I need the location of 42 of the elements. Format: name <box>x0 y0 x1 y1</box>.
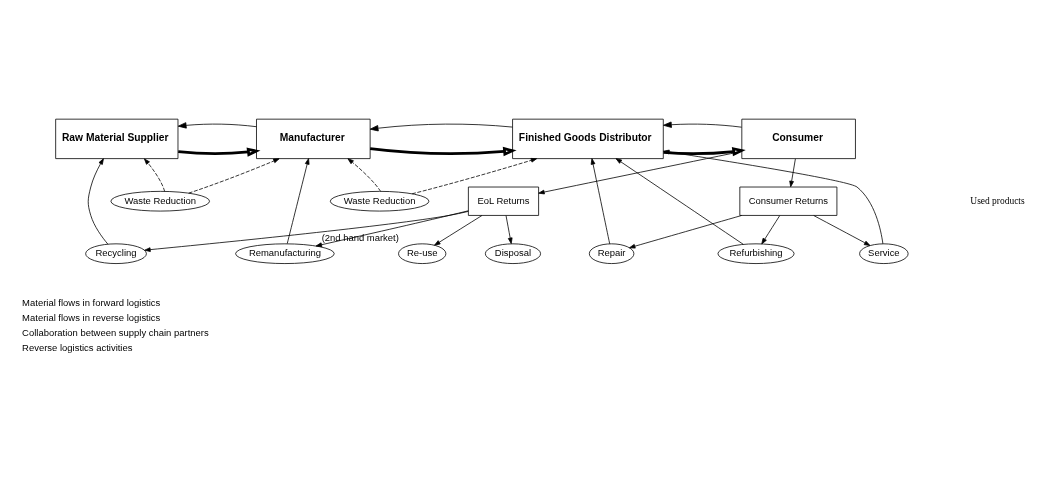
node-box: Manufacturer <box>256 118 371 159</box>
legend-label: Material flows in forward logistics <box>22 296 161 308</box>
node-ellipse: Recycling <box>85 243 147 264</box>
node-ellipse: Re-use <box>398 243 447 264</box>
arrow <box>144 158 166 192</box>
arrow <box>505 215 513 244</box>
node-ellipse: Service <box>859 243 909 264</box>
arrow <box>538 151 743 195</box>
arrow <box>177 122 257 129</box>
arrow <box>178 147 261 157</box>
node-box: Consumer <box>741 118 856 159</box>
arrow <box>615 158 744 245</box>
node-ellipse: Waste Reduction <box>329 190 430 212</box>
legend-label: Collaboration between supply chain partners <box>22 326 209 338</box>
node-box: EoL Returns <box>468 186 539 216</box>
arrow <box>761 215 781 245</box>
arrow <box>347 158 381 192</box>
arrow <box>663 121 742 128</box>
arrow <box>813 215 871 246</box>
node-ellipse: Disposal <box>484 243 541 264</box>
arrow <box>315 210 469 248</box>
arrow <box>411 158 538 195</box>
node-box: Raw Material Supplier <box>55 118 179 159</box>
arrow <box>369 123 513 132</box>
arrow <box>590 158 611 245</box>
arrow <box>144 211 469 252</box>
legend-label: Reverse logistics activities <box>22 341 133 353</box>
node-box: Consumer Returns <box>739 186 838 216</box>
legend-label: Material flows in reverse logistics <box>22 311 161 323</box>
arrow <box>789 158 796 188</box>
arrow <box>370 146 517 157</box>
arrow <box>629 215 743 249</box>
node-box: Finished Goods Distributor <box>512 118 664 159</box>
label: Used products <box>970 195 1025 206</box>
arrow <box>87 158 109 245</box>
arrow <box>663 149 884 245</box>
arrow <box>188 158 280 194</box>
arrow <box>286 158 310 244</box>
node-ellipse: Refurbishing <box>717 243 795 264</box>
node-ellipse: Waste Reduction <box>110 190 210 212</box>
arrow <box>434 215 483 246</box>
arrow <box>663 146 746 157</box>
